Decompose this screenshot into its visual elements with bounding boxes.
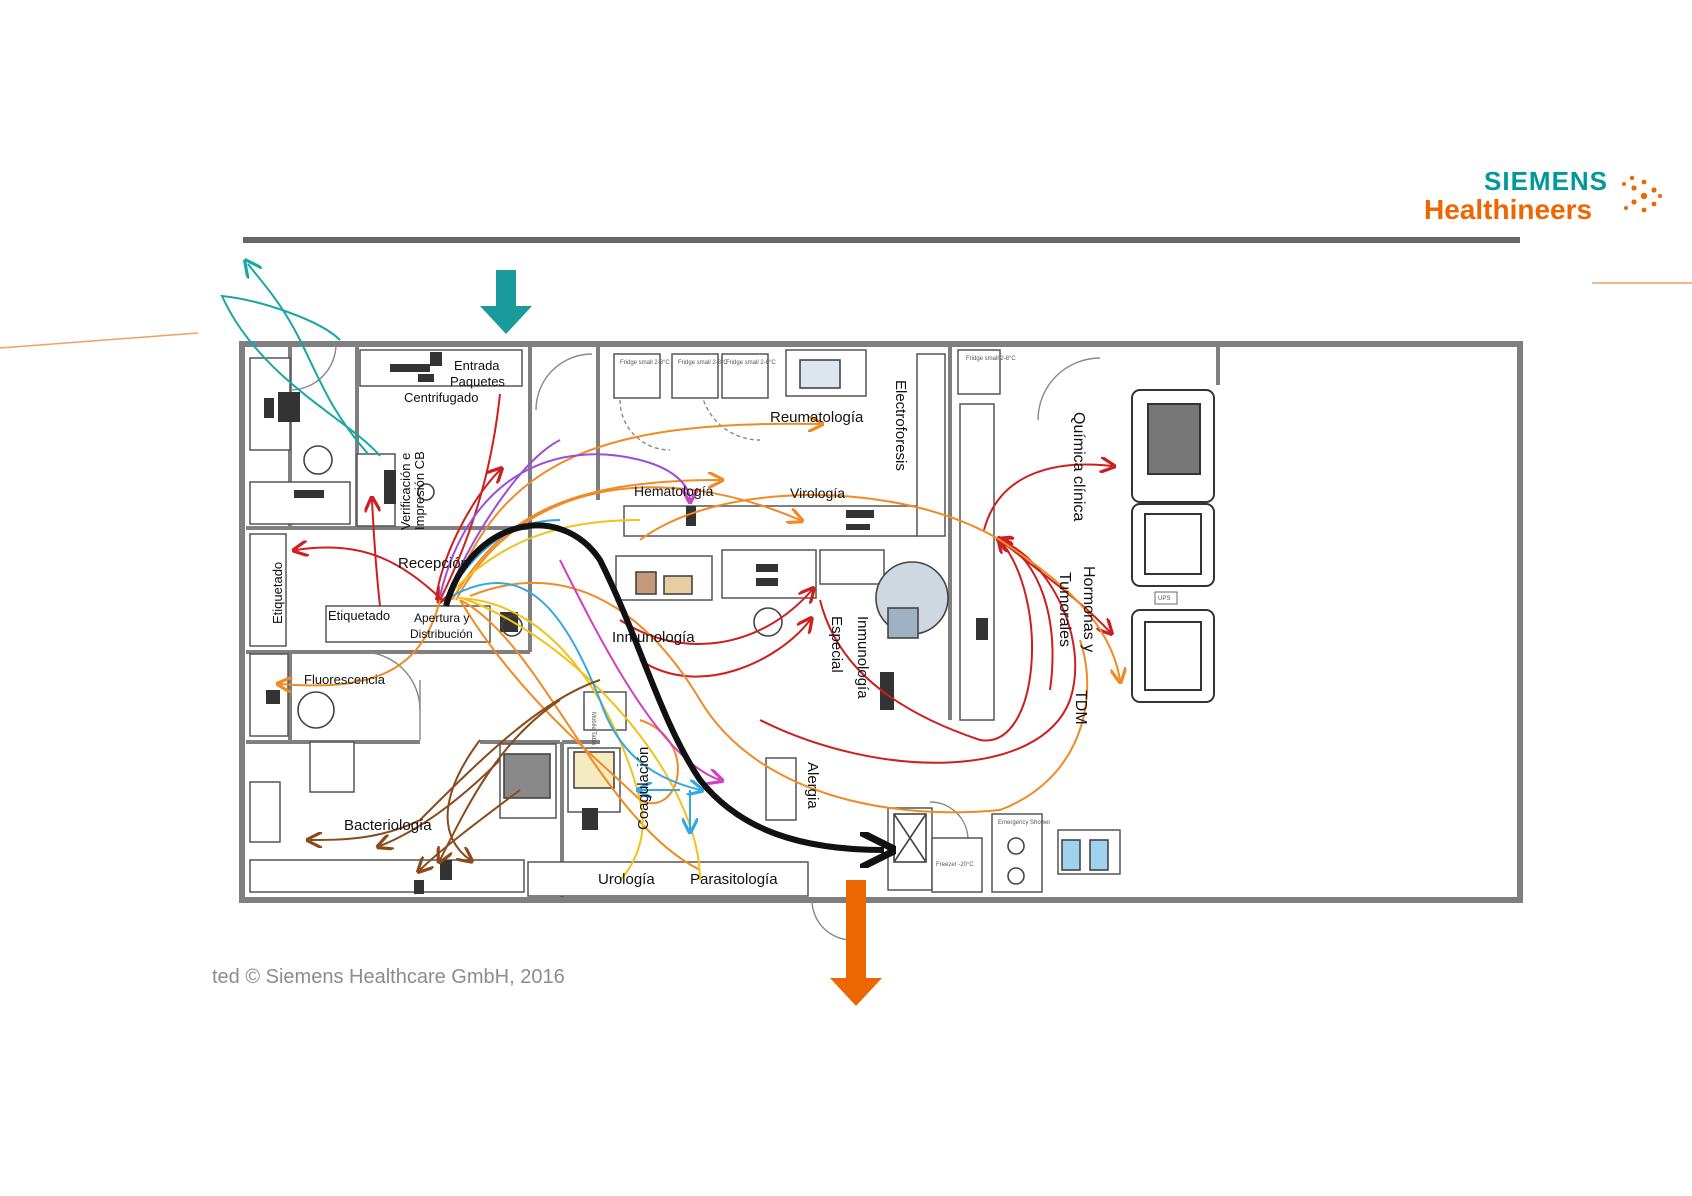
label-coagulacion: Coagulación	[635, 747, 652, 830]
svg-text:Mobile Table: Mobile Table	[590, 712, 596, 746]
label-urologia: Urología	[598, 871, 655, 888]
svg-text:UPS: UPS	[1158, 596, 1170, 602]
label-tdm: TDM	[1072, 690, 1089, 725]
brand-line-2: Healthineers	[1424, 194, 1593, 225]
flow-yellow	[447, 519, 701, 881]
svg-text:Fridge small 2-8°C: Fridge small 2-8°C	[678, 360, 728, 366]
room-labels: Entrada Paquetes Centrifugado Verificaci…	[270, 358, 1097, 888]
svg-text:Fridge small 2-8°C: Fridge small 2-8°C	[620, 360, 670, 366]
equipment-text: Fridge small 2-8°C Fridge small 2-8°C Fr…	[590, 356, 1170, 868]
teal-down-arrow-icon	[480, 270, 532, 334]
label-inmunologia-esp-2: Especial	[828, 616, 845, 673]
label-fluorescencia: Fluorescencia	[304, 672, 386, 687]
svg-text:Fridge small 2-8°C: Fridge small 2-8°C	[726, 360, 776, 366]
label-impresion: Impresión CB	[412, 451, 427, 530]
flow-brown	[310, 679, 601, 870]
svg-text:Freezer -20°C: Freezer -20°C	[936, 862, 974, 868]
brand-line-1: SIEMENS	[1484, 166, 1609, 196]
label-hormonas-1: Hormonas y	[1080, 566, 1097, 652]
analyzers	[1131, 389, 1215, 703]
label-hematologia: Hematología	[634, 483, 714, 499]
decor-line-left	[0, 332, 199, 349]
label-recepcion: Recepción	[398, 555, 469, 572]
door-swings	[289, 343, 1101, 941]
label-electroforesis: Electroforesis	[892, 380, 909, 471]
siemens-healthineers-logo: SIEMENS Healthineers	[1424, 166, 1664, 230]
label-parasitologia: Parasitología	[690, 871, 778, 888]
flow-teal	[220, 264, 381, 457]
label-verificacion: Verificación e	[398, 453, 413, 530]
copyright-footer: ted © Siemens Healthcare GmbH, 2016	[212, 966, 565, 988]
flow-orange	[280, 424, 1120, 871]
flow-red	[296, 393, 1112, 764]
label-inmunologia-esp-1: Inmunología	[854, 616, 871, 699]
svg-text:Emergency Shower: Emergency Shower	[998, 820, 1050, 826]
label-centrifugado: Centrifugado	[404, 390, 478, 405]
label-etiquetado-vertical: Etiquetado	[270, 562, 285, 624]
svg-text:Fridge small 2-8°C: Fridge small 2-8°C	[966, 356, 1016, 362]
equipment-outline	[297, 359, 1109, 885]
label-inmunologia: Inmunología	[612, 629, 695, 646]
label-alergia: Alergia	[804, 762, 821, 809]
label-distribucion: Distribución	[410, 627, 473, 641]
label-bacteriologia: Bacteriología	[344, 817, 432, 834]
label-paquetes: Paquetes	[450, 374, 505, 389]
label-apertura: Apertura y	[414, 611, 469, 625]
flow-magenta	[559, 559, 720, 780]
label-virologia: Virología	[790, 485, 845, 501]
flow-black-main	[443, 522, 884, 850]
dots-logo-icon	[1622, 175, 1662, 213]
label-quimica: Química clínica	[1070, 412, 1087, 521]
label-etiquetado: Etiquetado	[328, 608, 390, 623]
label-entrada: Entrada	[454, 358, 500, 373]
label-hormonas-2: Tumorales	[1056, 572, 1073, 647]
orange-down-arrow-icon	[830, 880, 882, 1006]
label-reumatologia: Reumatología	[770, 409, 864, 426]
equipment-icons	[264, 352, 988, 894]
